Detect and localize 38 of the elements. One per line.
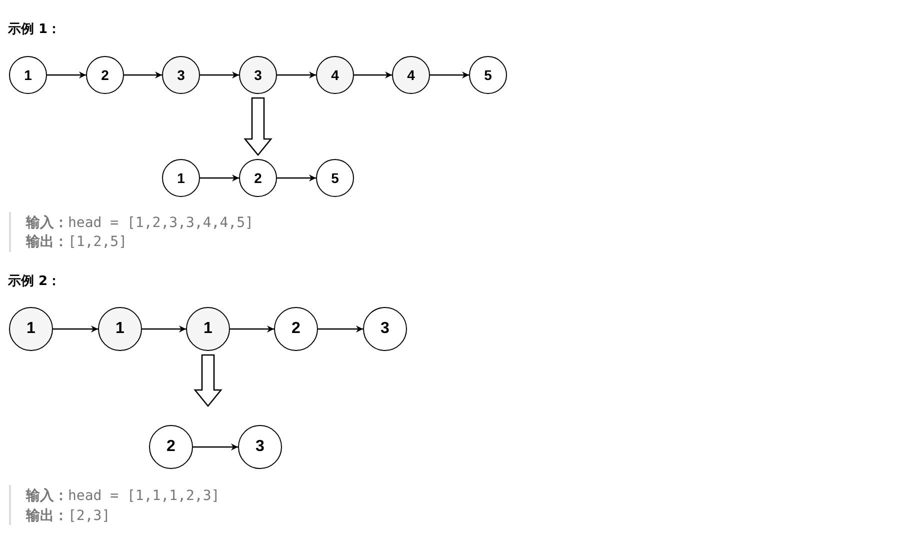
node-circle: 3 <box>162 56 200 94</box>
node-circle: 1 <box>186 307 230 351</box>
example-heading: 示例 1： <box>8 21 61 38</box>
hollow-arrow <box>194 354 222 408</box>
io-line: 输出：[2,3] <box>26 507 110 525</box>
io-line: 输出：[1,2,5] <box>26 233 128 251</box>
arrow <box>53 326 98 332</box>
node-circle: 4 <box>392 56 430 94</box>
node-circle: 2 <box>149 425 193 469</box>
node-circle: 1 <box>9 56 47 94</box>
node-circle: 3 <box>238 425 282 469</box>
arrow <box>277 174 316 182</box>
arrow <box>124 72 162 78</box>
node-circle: 4 <box>316 56 354 94</box>
node-circle: 2 <box>239 159 277 197</box>
arrow <box>200 174 239 182</box>
node-circle: 5 <box>316 159 354 197</box>
arrow <box>142 326 186 332</box>
node-circle: 1 <box>162 159 200 197</box>
arrow <box>193 444 238 450</box>
arrow <box>354 72 392 78</box>
node-circle: 1 <box>9 307 53 351</box>
node-circle: 3 <box>363 307 407 351</box>
arrow <box>47 72 86 78</box>
node-circle: 5 <box>469 56 507 94</box>
arrow <box>230 326 274 332</box>
node-circle: 2 <box>274 307 318 351</box>
arrow <box>200 72 239 78</box>
arrow <box>430 72 469 78</box>
node-circle: 2 <box>86 56 124 94</box>
io-line: 输入：head = [1,2,3,3,4,4,5] <box>26 214 254 232</box>
hollow-arrow <box>244 97 272 156</box>
arrow <box>318 326 363 332</box>
node-circle: 1 <box>98 307 142 351</box>
io-line: 输入：head = [1,1,1,2,3] <box>26 487 220 505</box>
arrow <box>277 72 316 78</box>
node-circle: 3 <box>239 56 277 94</box>
example-heading: 示例 2： <box>8 273 61 290</box>
